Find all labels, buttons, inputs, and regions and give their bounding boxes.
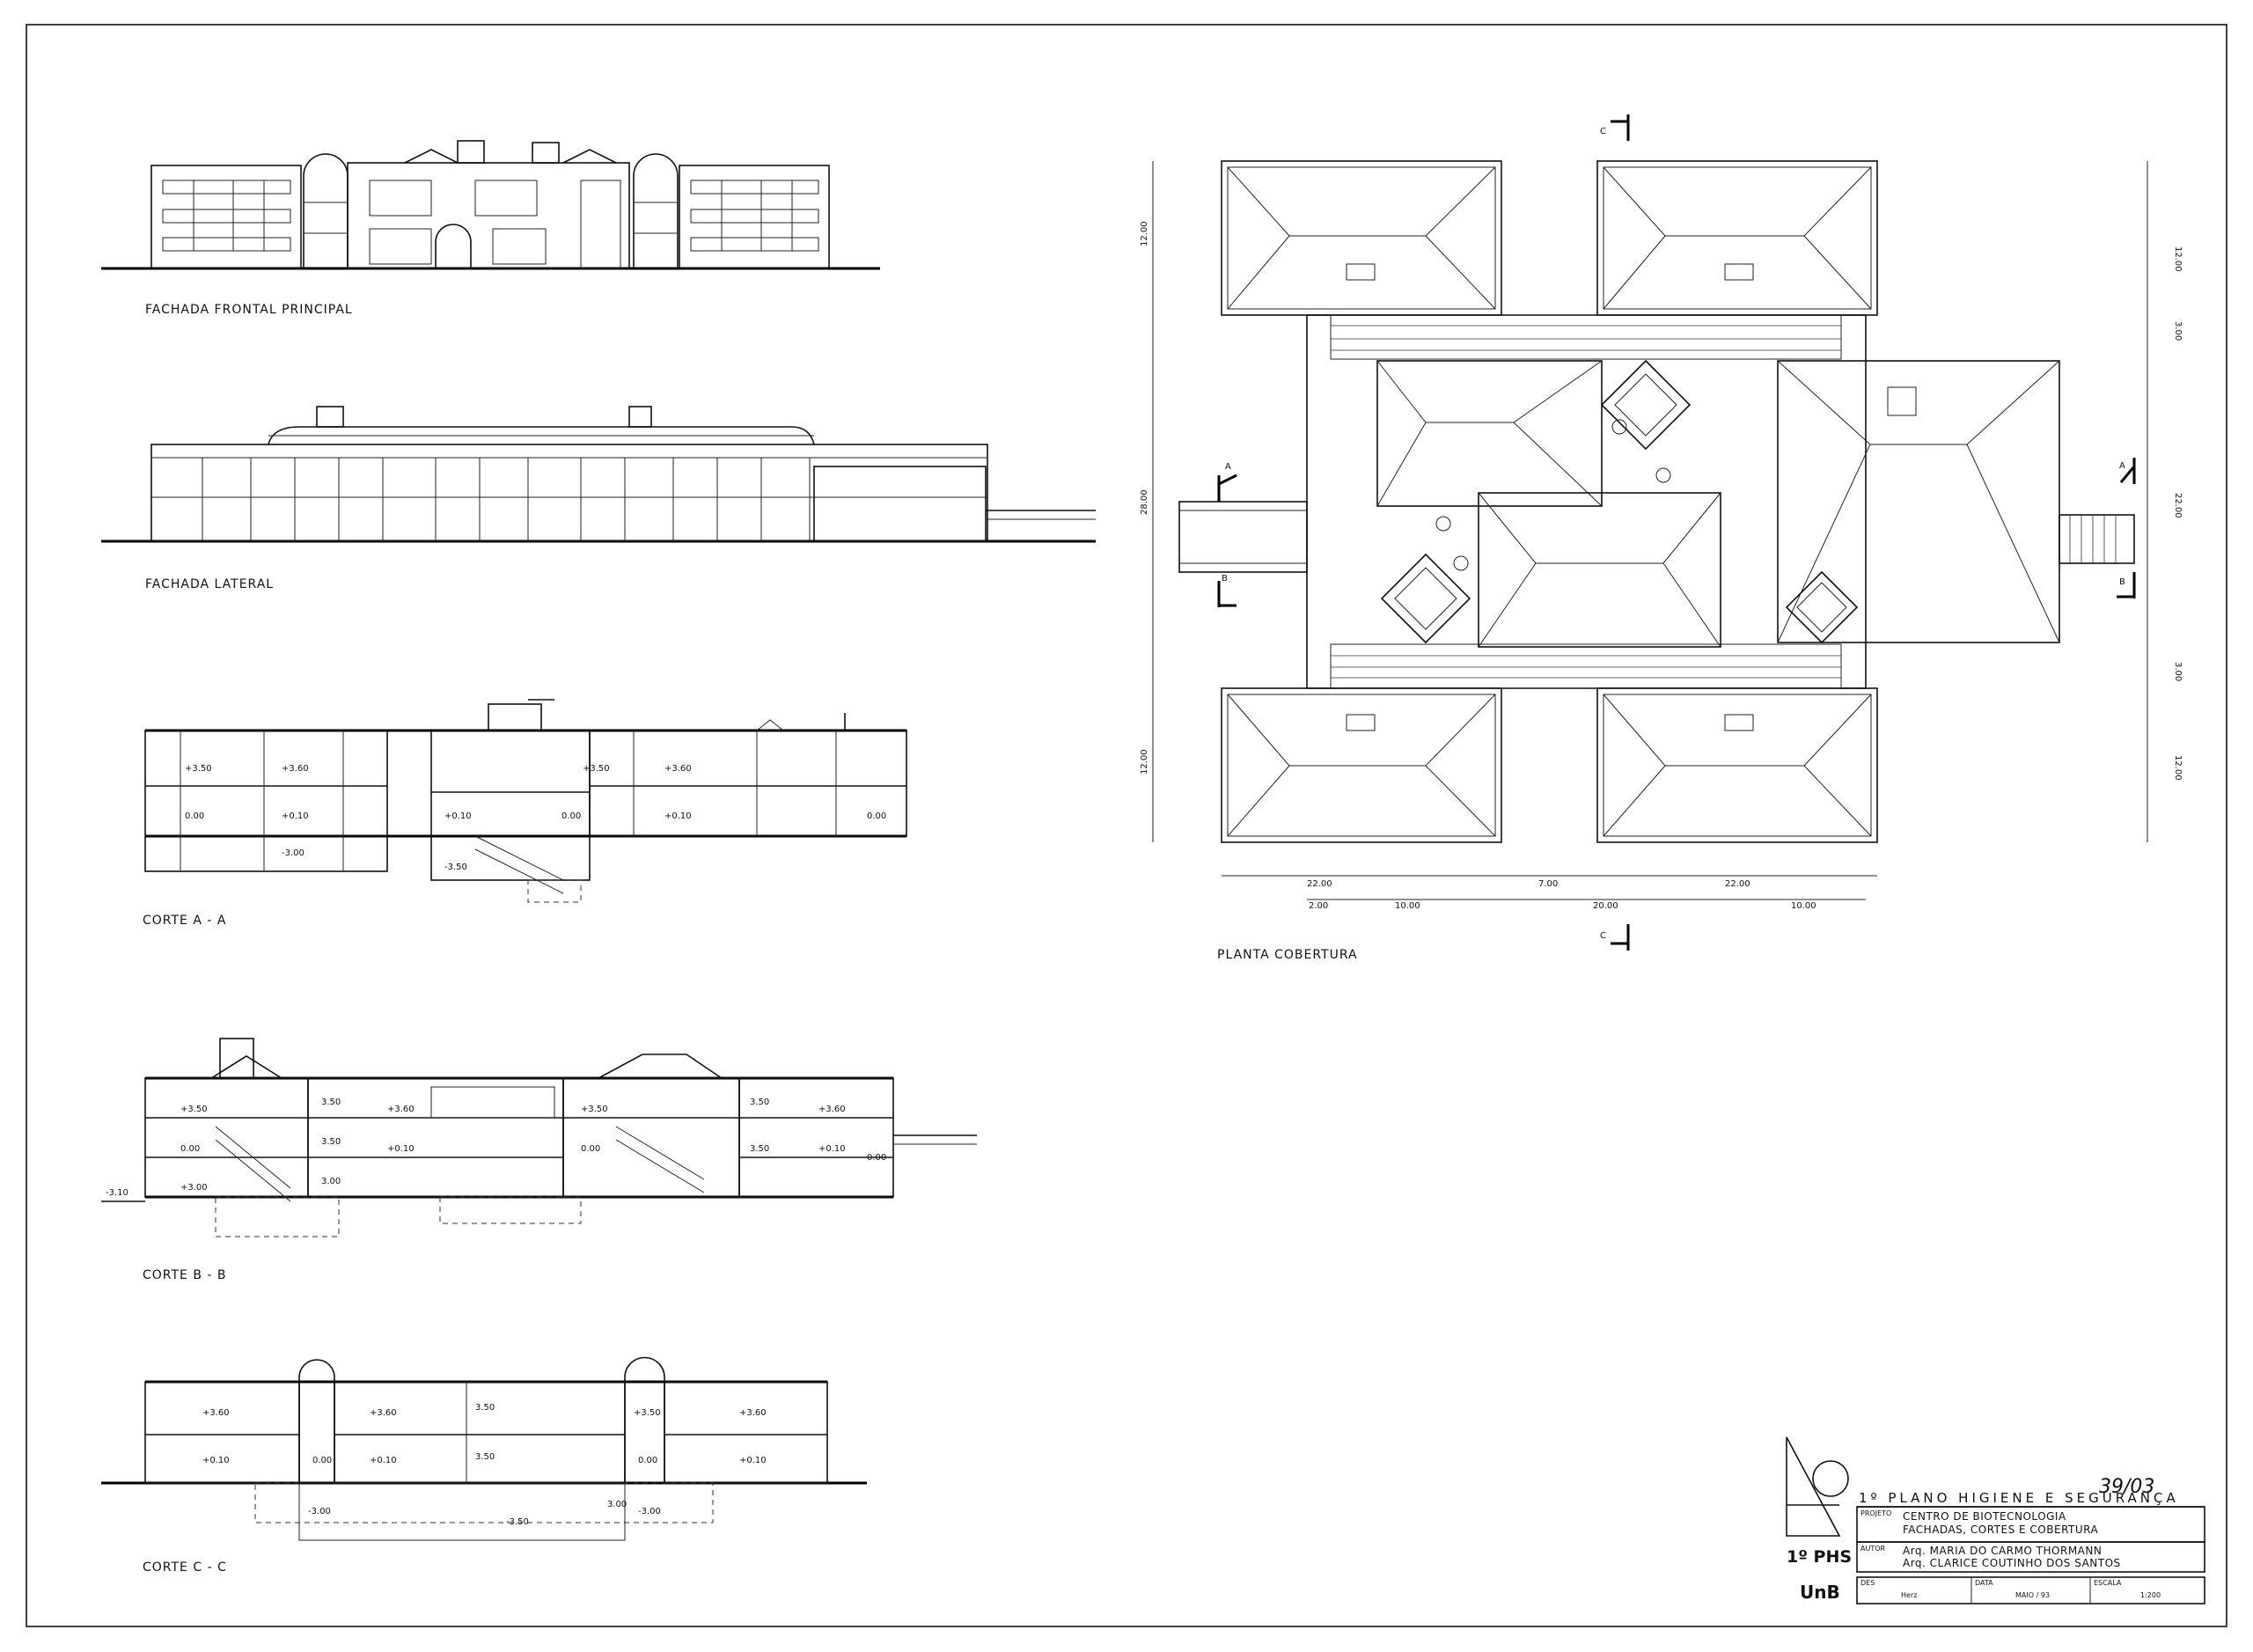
dim-bottom-2200a: 22.00 (1307, 879, 1332, 889)
dim-bottom-2000: 20.00 (1593, 901, 1618, 911)
level-aa-3: 0.00 (185, 811, 204, 821)
level-bb-4: 3.50 (321, 1098, 341, 1107)
level-bb-13: +3.60 (818, 1105, 846, 1114)
level-cc-14: 3.00 (607, 1500, 627, 1509)
level-cc-8: +3.50 (634, 1408, 661, 1418)
caption-fachada-lateral: FACHADA LATERAL (145, 577, 274, 591)
title-block (1856, 1506, 2205, 1604)
corte-bb-drawing (101, 1038, 977, 1237)
planta-cobertura-drawing (1152, 114, 2148, 951)
level-aa-5: -3.00 (282, 848, 305, 858)
level-cc-15: -3.00 (638, 1507, 661, 1516)
caption-corte-bb: CORTE B - B (143, 1268, 227, 1282)
tb-escala-label: ESCALA (2094, 1579, 2122, 1587)
dim-right-1200b: 12.00 (2173, 755, 2183, 781)
dim-right-300b: 3.00 (2173, 662, 2183, 681)
dim-right-1200a: 12.00 (2173, 246, 2183, 272)
tb-autor-label: AUTOR (1860, 1545, 1886, 1553)
tb-data-value: MAIO / 93 (2015, 1591, 2050, 1599)
tb-projeto-line2: FACHADAS, CORTES E COBERTURA (1903, 1524, 2098, 1536)
caption-planta-cobertura: PLANTA COBERTURA (1217, 948, 1358, 962)
level-aa-6: +0.10 (444, 811, 472, 821)
sheet-border (26, 24, 2227, 1627)
level-aa-1: +3.50 (185, 764, 212, 774)
dim-bottom-1000b: 10.00 (1791, 901, 1816, 911)
level-bb-9: +3.50 (581, 1105, 608, 1114)
level-cc-9: 0.00 (638, 1456, 657, 1465)
tb-autor-line2: Arq. CLARICE COUTINHO DOS SANTOS (1903, 1557, 2121, 1569)
level-aa-4: +0.10 (282, 811, 309, 821)
level-cc-1: +3.60 (202, 1408, 230, 1418)
logo-phs-text: 1º PHS (1787, 1547, 1852, 1567)
level-aa-8: -3.50 (444, 863, 467, 872)
tb-handwritten-number: 39/03 (2099, 1476, 2154, 1498)
plan-marker-a-right: A (2119, 461, 2125, 471)
level-cc-6: 3.50 (475, 1403, 495, 1413)
plan-marker-c-bottom: C (1600, 931, 1606, 941)
tb-projeto-label: PROJETO (1860, 1509, 1891, 1517)
tb-escala-value: 1:200 (2140, 1591, 2161, 1599)
caption-corte-cc: CORTE C - C (143, 1560, 227, 1575)
dim-bottom-700: 7.00 (1538, 879, 1558, 889)
tb-des-label: DES (1860, 1579, 1875, 1587)
level-aa-7: 0.00 (561, 811, 581, 821)
level-bb-14: +0.10 (818, 1144, 846, 1154)
level-cc-11: +0.10 (739, 1456, 767, 1465)
logo-unb-text: UnB (1800, 1582, 1840, 1603)
tb-projeto-line1: CENTRO DE BIOTECNOLOGIA (1903, 1510, 2066, 1523)
level-cc-5: +0.10 (370, 1456, 397, 1465)
dim-bottom-2200b: 22.00 (1725, 879, 1750, 889)
level-cc-4: 0.00 (312, 1456, 332, 1465)
dim-left-1200b: 12.00 (1140, 749, 1149, 775)
level-bb-8: +0.10 (387, 1144, 415, 1154)
fachada-lateral-drawing (101, 406, 1096, 543)
dim-right-300a: 3.00 (2173, 321, 2183, 341)
dim-left-1200a: 12.00 (1140, 221, 1149, 246)
corte-aa-drawing (144, 699, 907, 903)
level-bb-1: +3.50 (180, 1105, 208, 1114)
level-bb-2: 0.00 (180, 1144, 200, 1154)
level-aa-9: +3.50 (583, 764, 610, 774)
level-cc-2: +0.10 (202, 1456, 230, 1465)
plan-marker-c-top: C (1600, 127, 1606, 136)
level-aa-2: +3.60 (282, 764, 309, 774)
level-bb-6: 3.00 (321, 1177, 341, 1186)
tb-autor-line1: Arq. MARIA DO CARMO THORMANN (1903, 1545, 2102, 1557)
level-bb-3: +3.00 (180, 1183, 208, 1193)
unb-logo (1786, 1436, 1849, 1537)
caption-fachada-frontal: FACHADA FRONTAL PRINCIPAL (145, 303, 353, 317)
level-cc-3: +3.60 (370, 1408, 397, 1418)
tb-des-value: Herz (1901, 1591, 1917, 1599)
level-aa-10: +3.60 (664, 764, 692, 774)
dim-bottom-1000a: 10.00 (1395, 901, 1420, 911)
dim-bottom-200: 2.00 (1309, 901, 1328, 911)
level-bb-10: 0.00 (581, 1144, 600, 1154)
corte-cc-drawing (101, 1356, 867, 1541)
plan-marker-a-left: A (1225, 462, 1231, 472)
plan-marker-b-left: B (1222, 574, 1228, 584)
tb-data-label: DATA (1975, 1579, 1993, 1587)
level-cc-10: +3.60 (739, 1408, 767, 1418)
level-bb-7: +3.60 (387, 1105, 415, 1114)
fachada-frontal-drawing (101, 140, 880, 270)
level-aa-12: 0.00 (867, 811, 886, 821)
plan-marker-b-right: B (2119, 577, 2125, 587)
level-cc-7: 3.50 (475, 1452, 495, 1462)
level-cc-12: -3.00 (308, 1507, 331, 1516)
dim-left-2800: 28.00 (1140, 489, 1149, 515)
level-bb-5: 3.50 (321, 1137, 341, 1147)
level-bb-11: 3.50 (750, 1098, 769, 1107)
level-aa-11: +0.10 (664, 811, 692, 821)
dim-right-2200: 22.00 (2173, 493, 2183, 518)
level-cc-13: -3.50 (506, 1517, 529, 1527)
tb-program: 1º PLANO HIGIENE E SEGURANÇA (1859, 1490, 2179, 1506)
level-bb-12: 3.50 (750, 1144, 769, 1154)
level-bb-15: 0.00 (867, 1153, 886, 1163)
level-bb-16: -3.10 (106, 1188, 128, 1198)
caption-corte-aa: CORTE A - A (143, 914, 226, 928)
